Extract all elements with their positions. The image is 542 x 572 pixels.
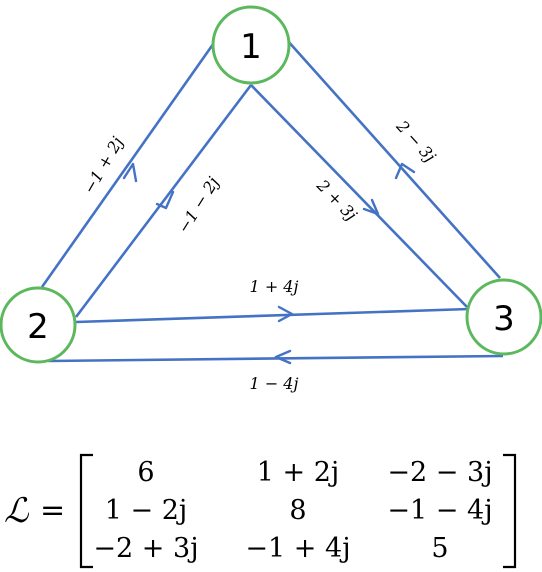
laplacian-matrix: ℒ = 6 1 + 2j −2 − 3j 1 − 2j 8 −1 − 4j −2… xyxy=(4,453,517,569)
arrowhead-1-to-3 xyxy=(362,198,380,216)
node-3-label: 3 xyxy=(493,299,515,339)
graph-nodes: 1 2 3 xyxy=(0,5,542,364)
weight-1-to-3: 2 + 3j xyxy=(312,175,360,224)
graph-edges xyxy=(40,39,504,365)
matrix-cell-1-3: −2 − 3j xyxy=(387,457,492,488)
arrowhead-3-to-1 xyxy=(394,162,416,180)
matrix-row-3: −2 + 3j −1 + 4j 5 xyxy=(93,533,448,564)
edge-3-to-1 xyxy=(286,39,501,279)
matrix-cell-1-1: 6 xyxy=(137,457,154,488)
matrix-cell-3-2: −1 + 4j xyxy=(245,533,350,564)
matrix-cell-2-1: 1 − 2j xyxy=(105,495,188,526)
node-2-label: 2 xyxy=(27,307,49,347)
edge-1-to-3 xyxy=(250,84,468,308)
weight-2-to-3: 1 + 4j xyxy=(250,277,299,296)
matrix-row-2: 1 − 2j 8 −1 − 4j xyxy=(105,495,493,526)
matrix-cell-3-1: −2 + 3j xyxy=(93,533,198,564)
node-1-label: 1 xyxy=(240,27,262,67)
weight-2-to-1: −1 + 2j xyxy=(79,133,127,196)
weight-1-to-2: −1 − 2j xyxy=(174,174,223,237)
weight-3-to-1: 2 − 3j xyxy=(392,116,440,166)
node-1-circle xyxy=(211,5,291,85)
node-3: 3 xyxy=(465,278,542,356)
matrix-right-bracket xyxy=(503,453,517,569)
matrix-equals: = xyxy=(40,493,65,528)
node-1: 1 xyxy=(211,5,291,85)
node-2-circle xyxy=(0,286,77,364)
arrowhead-2-to-3 xyxy=(277,305,294,323)
arrowhead-2-to-1 xyxy=(122,162,138,183)
matrix-cell-3-3: 5 xyxy=(431,533,448,564)
matrix-row-1: 6 1 + 2j −2 − 3j xyxy=(137,457,492,488)
arrowhead-3-to-2 xyxy=(274,349,292,365)
edge-1-to-2 xyxy=(74,84,253,318)
node-3-circle xyxy=(465,278,542,356)
weight-3-to-2: 1 − 4j xyxy=(250,374,299,393)
edge-2-to-3 xyxy=(75,307,470,324)
node-2: 2 xyxy=(0,286,77,364)
matrix-cell-2-3: −1 − 4j xyxy=(387,495,492,526)
matrix-cell-2-2: 8 xyxy=(289,495,306,526)
matrix-left-bracket xyxy=(79,453,93,569)
matrix-symbol: ℒ xyxy=(4,491,30,531)
edge-3-to-2 xyxy=(47,354,504,363)
matrix-cell-1-2: 1 + 2j xyxy=(257,457,340,488)
edge-2-to-1 xyxy=(40,39,218,288)
arrowhead-1-to-2 xyxy=(155,190,175,210)
